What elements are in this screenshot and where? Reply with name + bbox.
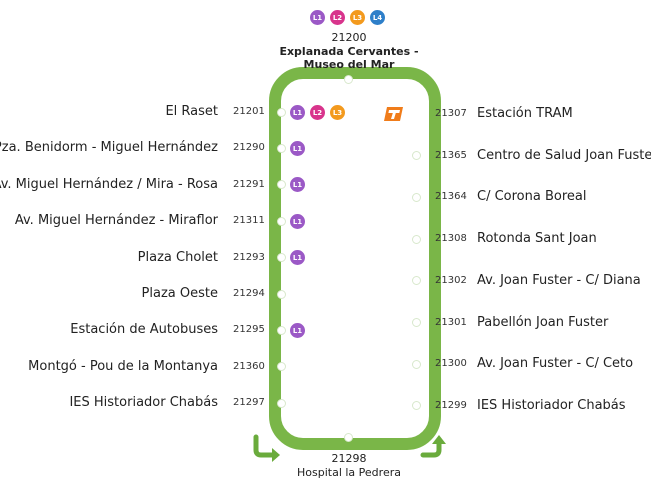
left-stop-code: 21291 [233,178,265,190]
left-stop-name: Estación de Autobuses [70,322,218,338]
bottom-stop-code: 21298 [331,452,367,465]
arrow-turn-up-head [432,435,446,444]
left-stop-dot [277,362,286,372]
left-stop-code: 21293 [233,251,265,263]
right-stop-code: 21364 [435,191,467,203]
right-stop-name: C/ Corona Boreal [477,189,587,205]
left-stop-code: 21201 [233,106,265,117]
left-stop-dot [277,289,286,299]
right-stop-code: 21301 [435,316,467,328]
line-badge-l1: L1 [289,321,306,339]
route-loop-track [269,67,441,450]
right-stop-name: IES Historiador Chabás [477,397,626,413]
top-stop-name-line1: Explanada Cervantes - [279,45,419,58]
line-badge-l1: L1 [289,103,306,121]
left-stop-dot [277,398,286,408]
left-stop-code: 21290 [233,142,265,154]
left-stop-dot [277,253,286,263]
top-stop-code: 21200 [331,31,367,44]
right-stop-name: Rotonda Sant Joan [477,231,597,247]
line-badge-l1: L1 [289,249,306,267]
right-stop-name: Av. Joan Fuster - C/ Diana [477,272,641,288]
right-stop-name: Av. Joan Fuster - C/ Ceto [477,356,634,372]
left-stop-name: Plaza Oeste [141,286,218,301]
left-stop-dot [277,107,286,117]
right-stop-dot [412,401,421,411]
left-stop-name: Plaza Cholet [137,249,218,265]
right-stop-dot [412,276,421,286]
left-stop-name: Av. Miguel Hernández - Miraflor [14,213,218,229]
right-stop-code: 21302 [435,274,467,286]
line-badge-l3: L3 [329,103,346,121]
right-stop-name: Estación TRAM [477,106,573,121]
left-stop-code: 21311 [233,215,265,227]
line-badge-l1: L1 [289,139,306,157]
bottom-stop-name: Hospital la Pedrera [297,466,401,479]
right-stop-code: 21308 [435,233,467,245]
left-stop-dot [277,325,286,335]
bottom-stop-dot [344,433,353,442]
left-stop-name: IES Historiador Chabás [69,395,218,411]
left-stop-dot [277,143,286,153]
top-stop-name-line2: Museo del Mar [303,58,395,71]
right-stop-dot [412,192,421,202]
right-stop-code: 21307 [435,108,467,119]
top-stop-dot [344,75,353,84]
arrow-turn-up-icon [420,440,442,458]
right-stop-code: 21365 [435,149,467,161]
right-stop-dot [412,318,421,327]
left-stop-name: Pza. Benidorm - Miguel Hernández [0,140,218,156]
left-stop-code: 21360 [233,360,265,372]
left-stop-name: Av. Miguel Hernández / Mira - Rosa [0,176,218,192]
line-badge-l3: L3 [349,9,366,26]
left-stop-name: Montgó - Pou de la Montanya [28,358,218,374]
left-stop-name: El Raset [165,104,218,119]
left-stop-code: 21297 [233,397,265,409]
line-badge-l2: L2 [329,9,346,26]
line-badge-l4: L4 [369,9,386,26]
right-stop-code: 21300 [435,358,467,370]
tram-logo-icon [384,107,403,121]
right-stop-name: Pabellón Joan Fuster [477,314,609,330]
right-stop-name: Centro de Salud Joan Fuster [477,147,651,163]
line-badge-l2: L2 [309,103,326,121]
line-badge-l1: L1 [289,176,306,194]
left-stop-dot [277,180,286,190]
line-badge-l1: L1 [309,9,326,26]
left-stop-dot [277,216,286,226]
left-stop-code: 21295 [233,324,265,336]
arrow-turn-right-head [272,448,280,462]
right-stop-dot [412,359,421,369]
arrow-turn-right-icon [253,434,276,458]
right-stop-dot [412,234,421,244]
right-stop-dot [412,151,421,161]
right-stop-code: 21299 [435,399,467,411]
left-stop-code: 21294 [233,288,265,299]
line-badge-l1: L1 [289,212,306,230]
